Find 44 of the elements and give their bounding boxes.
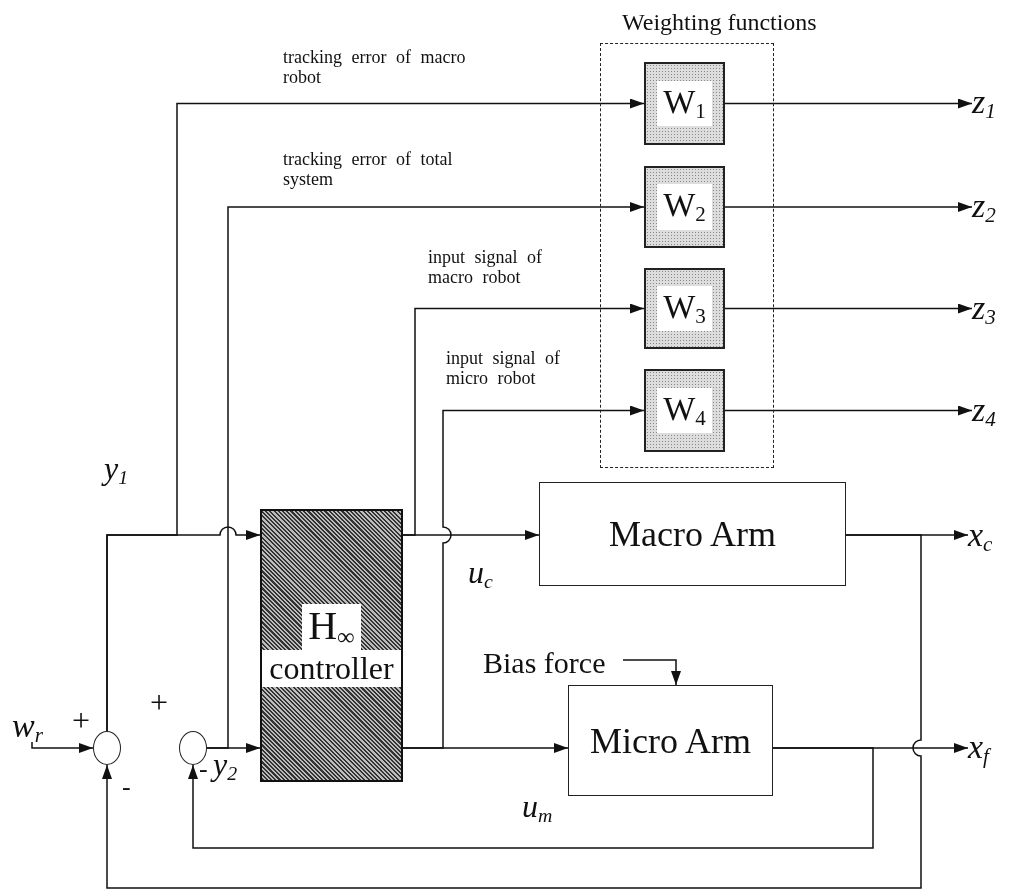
signal-arrow [106,98,645,732]
block-label: controller [262,650,401,687]
signal-name: + [72,704,91,736]
summing-junction [93,731,121,765]
signal-name: - [122,774,131,800]
signal-arrow [402,303,645,536]
group-heading: Weighting functions [622,8,817,37]
block-label: W$_{1}$ [657,80,712,127]
block-title: H$_{∞}$ [302,604,361,651]
signal-arrow [724,405,973,416]
signal-arrow [622,659,681,686]
signal-label: x$_{c}$ [968,517,1014,555]
signal-label: z$_{1}$ [972,84,1012,122]
signal-arrow [724,202,973,212]
signal-label: x$_{f}$ [968,729,1014,767]
signal-arrow [188,747,874,849]
signal-name: u$_{m}$ [522,790,553,826]
block-label: W$_{4}$ [657,387,712,434]
signal-name: + [150,686,169,718]
weighting-block [644,268,725,349]
block-label: Micro Arm [590,719,751,762]
block-label: W$_{2}$ [657,184,712,230]
weighting-block [644,369,725,452]
process-box [539,482,846,586]
summing-junction [179,731,207,765]
signal-arrow [31,741,94,753]
signal-arrow [102,534,922,889]
controller-block [260,509,403,782]
block-label: W$_{3}$ [657,285,712,332]
signal-arrow [402,405,645,749]
signal-arrow [724,303,973,314]
signal-name: - [199,756,208,782]
signal-label: z$_{3}$ [972,290,1012,328]
signal-label: w$_{r}$ [12,708,58,742]
process-box [568,685,773,796]
signal-name: u$_{c}$ [468,556,493,592]
signal-label: z$_{2}$ [972,188,1012,226]
input-label: Bias force [483,645,623,675]
weighting-block [644,62,725,145]
signal-arrow [206,202,645,749]
signal-label: z$_{4}$ [972,392,1012,430]
weighting-block [644,166,725,248]
block-label: Macro Arm [609,513,776,555]
signal-arrow [724,98,973,109]
